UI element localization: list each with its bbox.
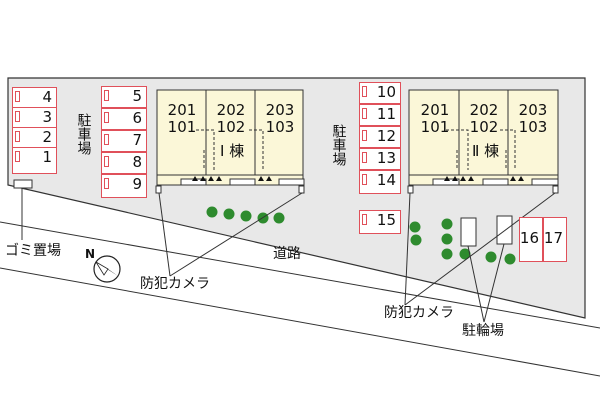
- room-II-202-102: 202 102: [469, 102, 499, 135]
- room-number: 201: [167, 101, 197, 119]
- parking-spot: 1: [12, 147, 57, 174]
- parking-spot: 16: [519, 217, 543, 262]
- parking-spot: 2: [12, 127, 57, 148]
- building-1: [155, 89, 305, 194]
- room-number: 101: [420, 117, 450, 136]
- parking-spot: 13: [359, 148, 401, 170]
- parking-spot: 6: [101, 108, 147, 130]
- parking-spot: 9: [101, 174, 147, 198]
- room-I-203-103: 203 103: [265, 102, 295, 135]
- svg-text:N: N: [85, 247, 95, 261]
- garbage-label: ゴミ置場: [5, 243, 61, 259]
- parking-spot: 4: [12, 87, 57, 108]
- parking-label-1: 駐車場: [75, 113, 92, 155]
- parking-spot: 12: [359, 126, 401, 148]
- road-edge-upper: [0, 221, 600, 329]
- parking-spot: 17: [543, 217, 567, 262]
- room-number: 203: [518, 101, 548, 119]
- bicycle-parking-label: 駐輪場: [462, 323, 504, 339]
- north-arrow-icon: N: [85, 247, 121, 283]
- bicycle-shed-2: [496, 215, 513, 245]
- parking-spot: 10: [359, 82, 401, 104]
- building-2: [407, 89, 559, 194]
- bicycle-shed-1: [460, 217, 477, 247]
- room-number: 101: [167, 117, 197, 136]
- camera-label-1: 防犯カメラ: [140, 276, 210, 292]
- parking-spot: 14: [359, 170, 401, 194]
- parking-spot: 5: [101, 86, 147, 108]
- room-number: 102: [469, 117, 499, 136]
- room-I-202-102: 202 102: [216, 102, 246, 135]
- parking-spot: 15: [359, 210, 401, 234]
- room-number: 203: [265, 101, 295, 119]
- building-2-label: Ⅱ 棟: [472, 142, 500, 160]
- building-1-label: Ⅰ 棟: [220, 142, 245, 160]
- room-II-203-103: 203 103: [518, 102, 548, 135]
- garbage-station: [13, 179, 33, 189]
- parking-spot: 7: [101, 130, 147, 152]
- parking-spot: 11: [359, 104, 401, 126]
- camera-label-2: 防犯カメラ: [384, 305, 454, 321]
- room-I-201-101: 201 101: [167, 102, 197, 135]
- room-number: 102: [216, 117, 246, 136]
- road-label: 道路: [273, 246, 301, 262]
- room-number: 103: [518, 117, 548, 136]
- room-number: 201: [420, 101, 450, 119]
- room-number: 103: [265, 117, 295, 136]
- room-number: 202: [469, 101, 499, 119]
- road-edge-lower: [0, 267, 600, 377]
- room-number: 202: [216, 101, 246, 119]
- parking-spot: 8: [101, 152, 147, 174]
- parking-spot: 3: [12, 107, 57, 128]
- room-II-201-101: 201 101: [420, 102, 450, 135]
- parking-label-2: 駐車場: [330, 124, 347, 166]
